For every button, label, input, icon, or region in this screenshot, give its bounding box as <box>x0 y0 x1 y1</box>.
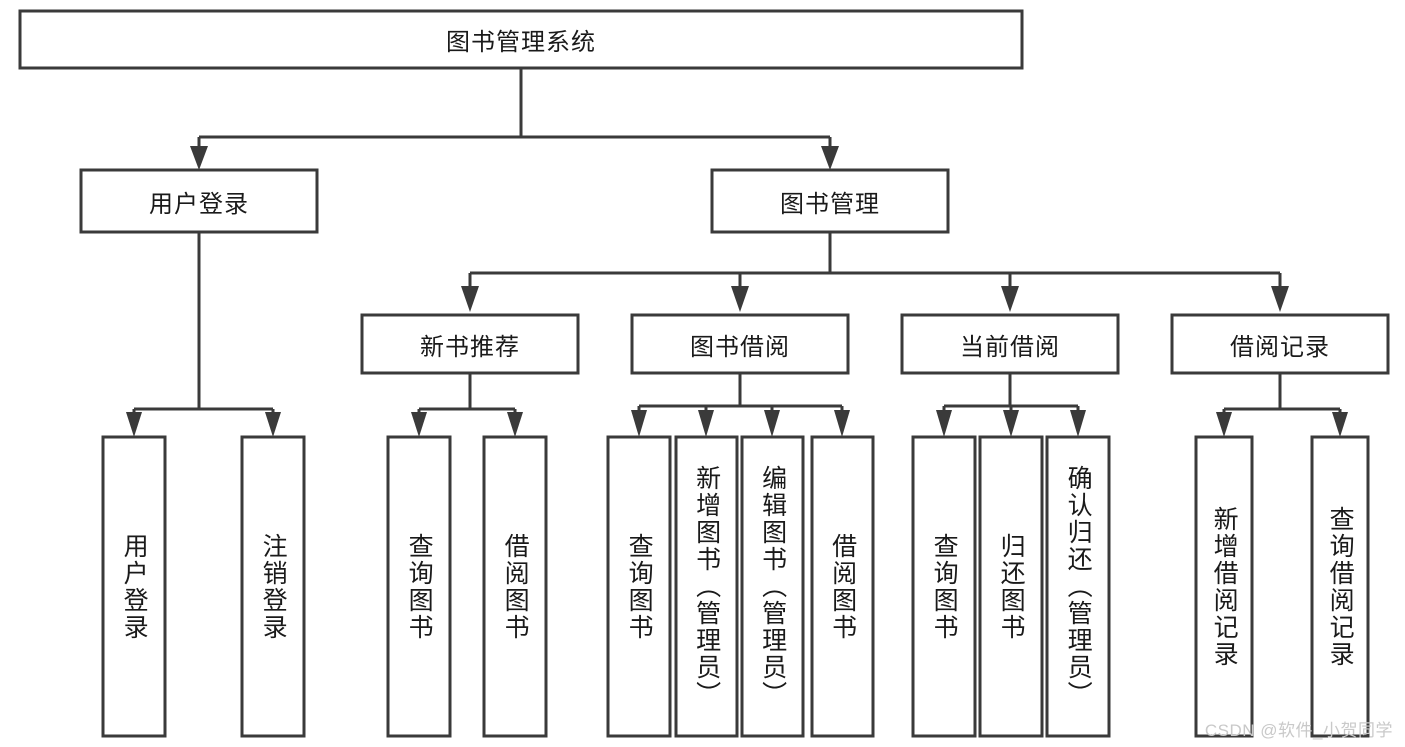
arrowhead-new-book-recommend <box>461 286 479 312</box>
leaf-query-book-rec-box[interactable] <box>386 435 452 738</box>
arrowhead-leaf-edit-book <box>764 410 780 437</box>
arrowhead-leaf-user-login <box>126 412 142 437</box>
leaf-return-book-box[interactable] <box>978 435 1044 738</box>
leaf-add-book-box[interactable] <box>674 435 739 738</box>
arrowhead-book-borrow <box>731 286 749 312</box>
node-user-login-box[interactable] <box>79 168 319 234</box>
connector-group-root <box>190 68 839 170</box>
arrowhead-leaf-query-book-rec <box>411 412 427 437</box>
arrowhead-leaf-confirm-return <box>1070 410 1086 437</box>
leaf-add-record-box[interactable] <box>1194 435 1254 738</box>
arrowhead-leaf-add-record <box>1216 412 1232 437</box>
leaf-edit-book-box[interactable] <box>740 435 805 738</box>
connector-group-user-login <box>126 232 281 437</box>
arrowhead-leaf-borrow-book-rec <box>507 412 523 437</box>
arrowhead-leaf-borrow-book-bb <box>834 410 850 437</box>
arrowhead-borrow-record <box>1271 286 1289 312</box>
connector-group-book-manage <box>461 232 1289 312</box>
leaf-query-book-bb-box[interactable] <box>606 435 672 738</box>
connector-group-new-book-recommend <box>411 373 523 437</box>
arrowhead-leaf-query-record <box>1332 412 1348 437</box>
arrowhead-leaf-return-book <box>1003 410 1019 437</box>
arrowhead-user-login <box>190 146 208 170</box>
leaf-borrow-book-bb-box[interactable] <box>810 435 875 738</box>
node-root-box[interactable] <box>18 9 1024 70</box>
leaf-query-record-box[interactable] <box>1310 435 1370 738</box>
node-book-borrow-box[interactable] <box>630 313 850 375</box>
leaf-logout-box[interactable] <box>240 435 306 738</box>
leaf-borrow-book-rec-box[interactable] <box>482 435 548 738</box>
leaf-confirm-return-box[interactable] <box>1045 435 1111 738</box>
connector-group-borrow-record <box>1216 373 1348 437</box>
arrowhead-current-borrow <box>1001 286 1019 312</box>
connector-group-book-borrow <box>631 373 850 437</box>
node-book-manage-box[interactable] <box>710 168 950 234</box>
csdn-watermark: CSDN @软件_小贺同学 <box>1204 721 1393 740</box>
node-borrow-record-box[interactable] <box>1170 313 1390 375</box>
node-new-book-recommend-box[interactable] <box>360 313 580 375</box>
arrowhead-leaf-logout <box>265 412 281 437</box>
node-current-borrow-box[interactable] <box>900 313 1120 375</box>
arrowhead-leaf-add-book <box>698 410 714 437</box>
leaf-user-login-box[interactable] <box>101 435 167 738</box>
arrowhead-leaf-query-book-cb <box>936 410 952 437</box>
leaf-query-book-cb-box[interactable] <box>911 435 977 738</box>
arrowhead-leaf-query-book-bb <box>631 410 647 437</box>
arrowhead-book-manage <box>821 146 839 170</box>
connector-group-current-borrow <box>936 373 1086 437</box>
